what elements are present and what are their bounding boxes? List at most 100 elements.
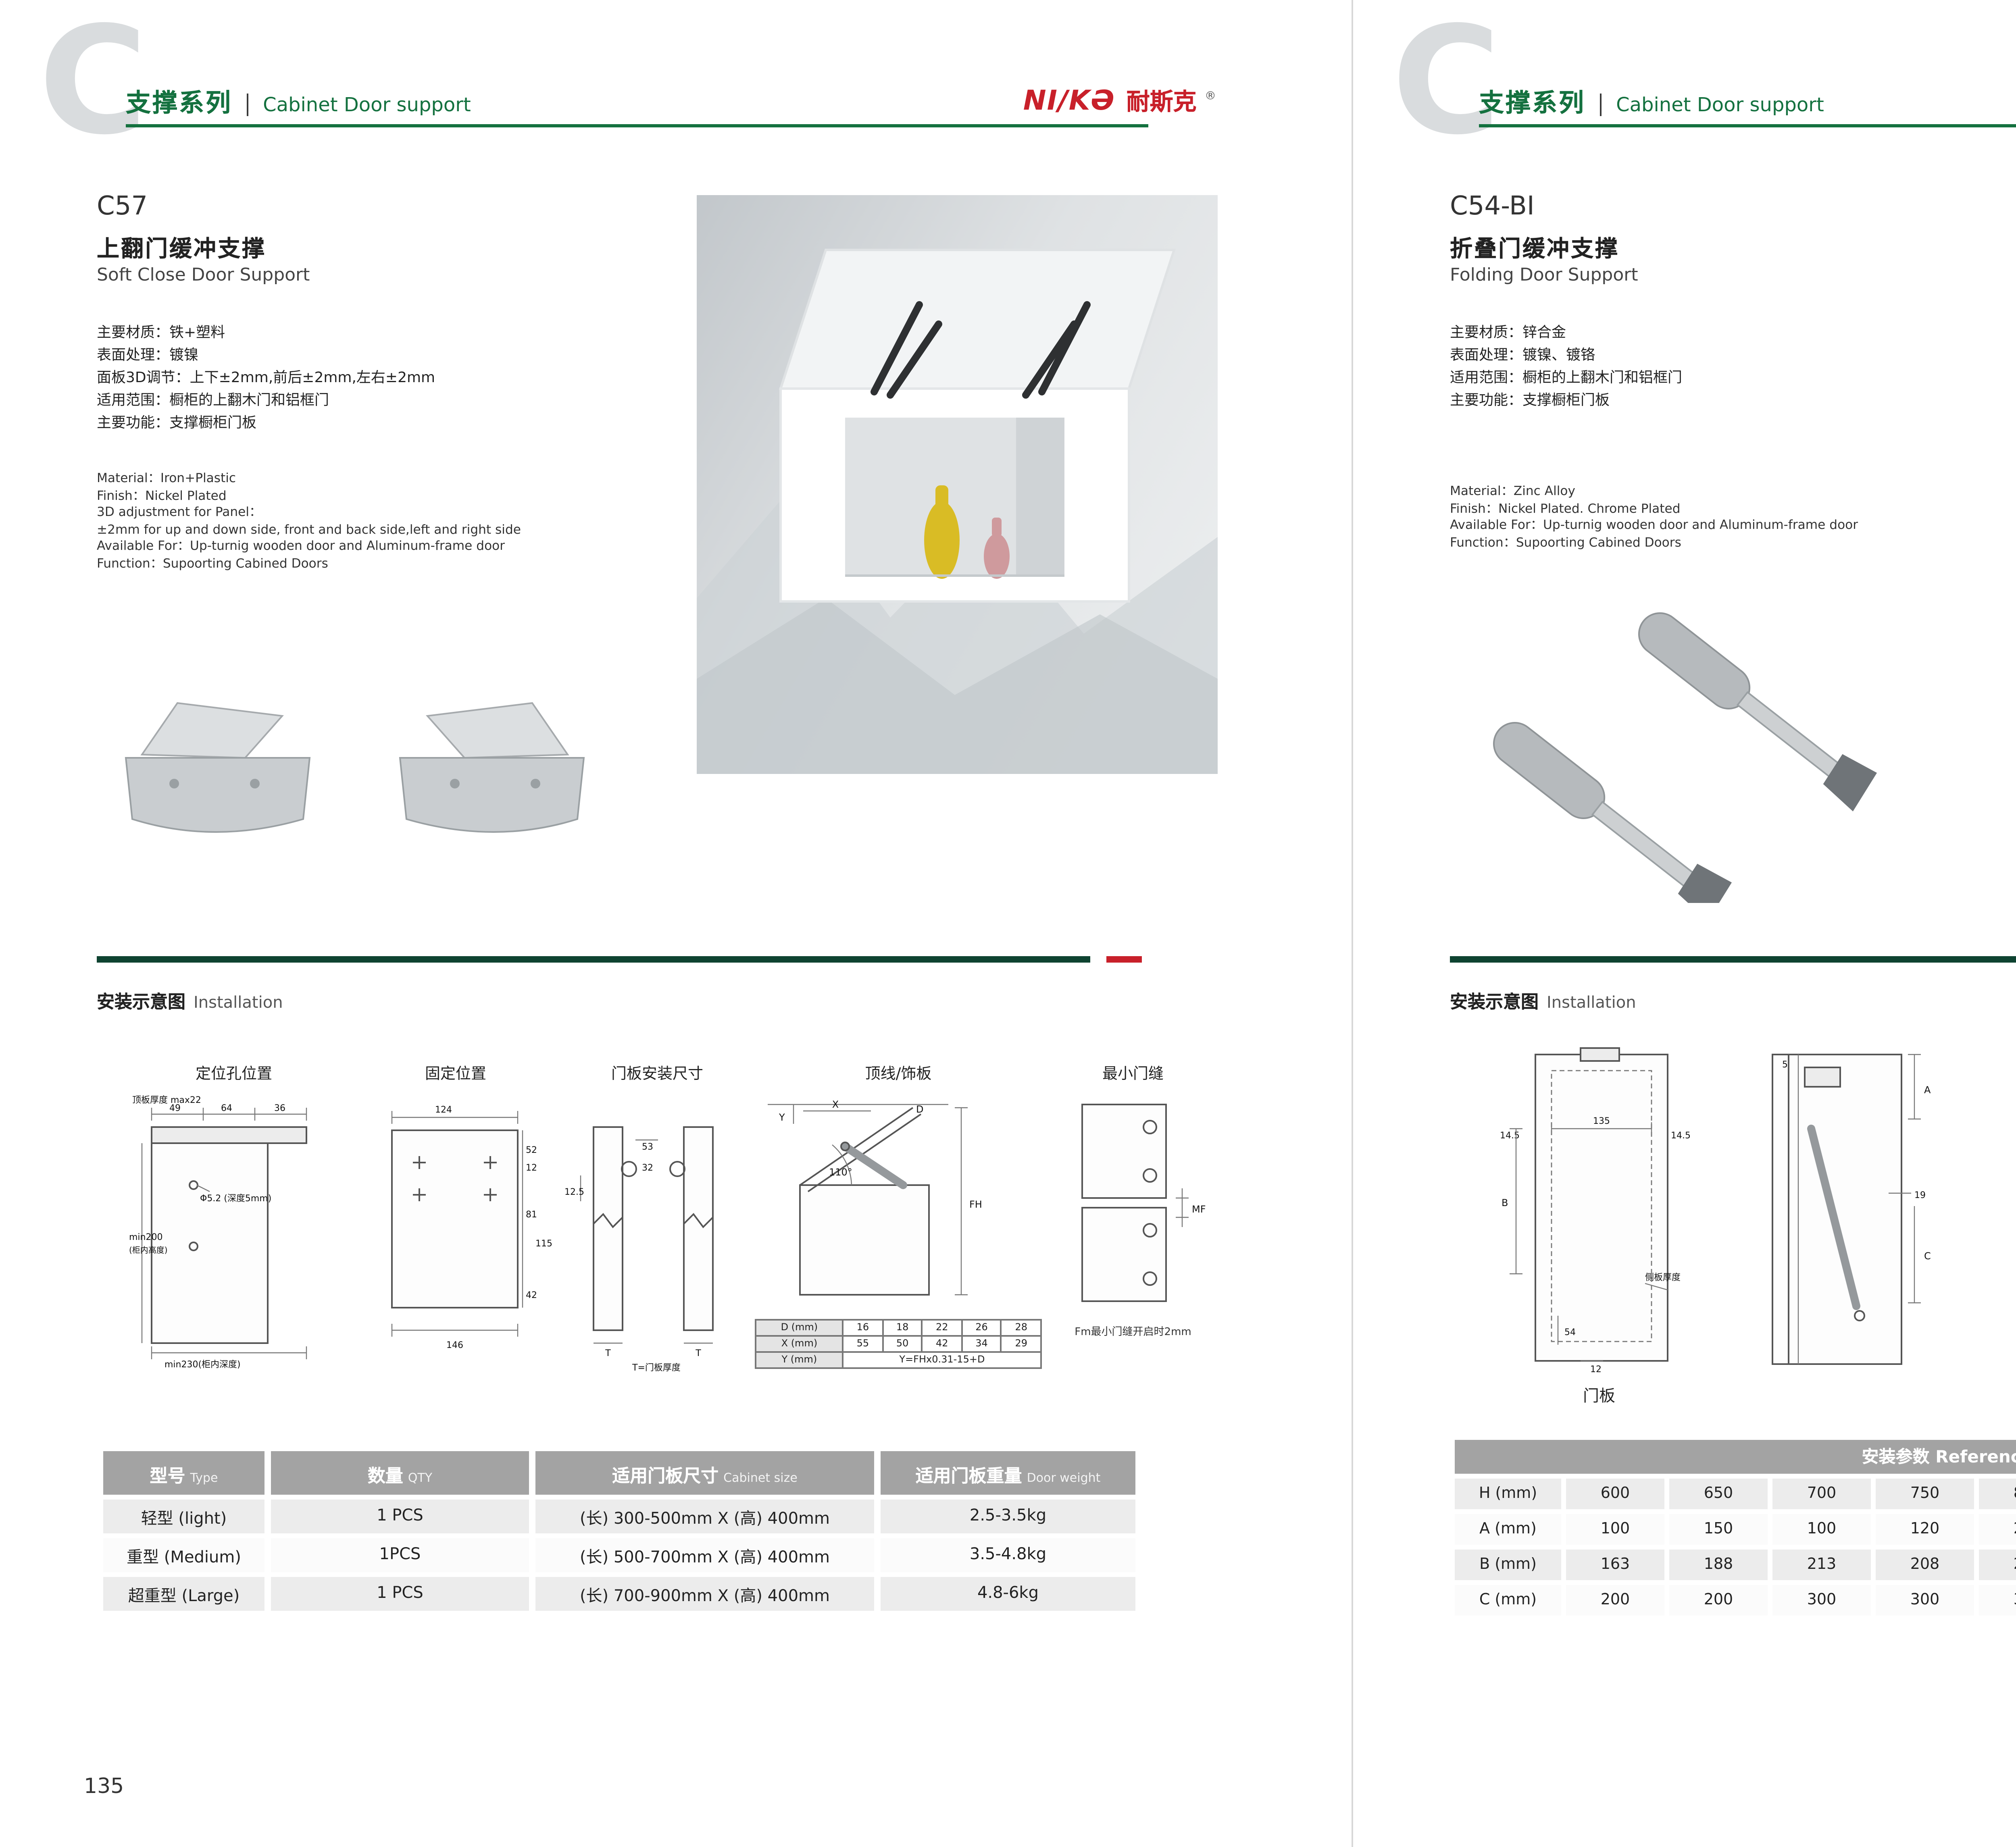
spec-line-cn: 适用范围：橱柜的上翻木门和铝框门 — [1450, 371, 1683, 387]
installation-heading-cn: 安装示意图 — [97, 992, 185, 1013]
table-cell: 300 — [1979, 1585, 2016, 1616]
table-row: B (mm)163188213208263288263288313 — [1455, 1550, 2016, 1580]
table-cell: 163 — [1566, 1550, 1664, 1580]
table-cell: 1 PCS — [271, 1577, 529, 1611]
dim-label: A — [1924, 1084, 1931, 1096]
spec-line-en: Finish：Nickel Plated. Chrome Plated — [1450, 501, 1681, 516]
diagram-side-view-damper: 193 102 23 50 — [1998, 1045, 2016, 1375]
table-row: Y (mm)Y=FHx0.31-15+D — [754, 1351, 1042, 1369]
series-letter-badge: C — [1392, 0, 1501, 168]
table-row: C (mm)200200300300300300350350400 — [1455, 1585, 2016, 1616]
table-cell: 3.5-4.8kg — [881, 1538, 1135, 1572]
spec-line-en: Finish：Nickel Plated — [97, 488, 227, 503]
diagram-title: 顶线/饰板 — [865, 1066, 932, 1084]
product-photo-illustration — [697, 249, 1218, 774]
table-cell: (长) 300-500mm X (高) 400mm — [535, 1500, 874, 1533]
dim-label: 52 — [526, 1145, 537, 1155]
diagram-top-line: 顶线/饰板 Y X D 110° FH — [755, 1061, 1042, 1333]
product-code: C54-BI — [1450, 190, 1535, 221]
product-code: C57 — [97, 190, 148, 221]
table-cell: 200 — [1979, 1514, 2016, 1545]
nisko-logo-latin: NI/KƏ — [1023, 85, 1115, 118]
dim-label: min230(柜内深度) — [165, 1360, 241, 1370]
dim-label: 49 — [169, 1103, 181, 1113]
table-cell: 2.5-3.5kg — [881, 1500, 1135, 1533]
table-cell: 200 — [1566, 1585, 1664, 1616]
table-cell: 213 — [1772, 1550, 1871, 1580]
diagram-note: Fm最小门缝开启时2mm — [1075, 1325, 1191, 1338]
table-row: H (mm)6006507007508008509009501000 — [1455, 1479, 2016, 1509]
dim-label: 5 — [1782, 1060, 1788, 1070]
table-cell: 750 — [1876, 1479, 1974, 1509]
product-title-en: Soft Close Door Support — [97, 264, 310, 285]
dim-label: 42 — [526, 1290, 537, 1300]
spec-line-cn: 表面处理：镀镍、镀铬 — [1450, 348, 1595, 364]
table-cell: 超重型 (Large) — [103, 1577, 264, 1611]
table-row: A (mm)100150100120200250200250250 — [1455, 1514, 2016, 1545]
table-cell: 263 — [1979, 1550, 2016, 1580]
table-cell: 300 — [1772, 1585, 1871, 1616]
installation-heading-en: Installation — [1547, 995, 1636, 1013]
dim-label: 14.5 — [1671, 1131, 1691, 1141]
dim-label: 53 — [642, 1142, 653, 1152]
page-header: 支撑系列 Cabinet Door support — [126, 84, 471, 119]
table-cell: B (mm) — [1455, 1550, 1561, 1580]
spec-line-en: Available For：Up-turnig wooden door and … — [1450, 518, 1858, 532]
table-cell: 4.8-6kg — [881, 1577, 1135, 1611]
page-136: C 支撑系列 Cabinet Door support NI/KƏ 耐斯克 ® … — [1353, 0, 2016, 1847]
dim-label: 64 — [221, 1103, 232, 1113]
dim-label: 32 — [642, 1163, 653, 1173]
divider-green-bar — [1450, 956, 2016, 963]
dim-label: T — [605, 1348, 611, 1358]
table-cell: 重型 (Medium) — [103, 1538, 264, 1572]
dim-label: 54 — [1564, 1327, 1576, 1337]
diagram-door-mounting-size: 门板安装尺寸 53 32 12.5 T T T=门板厚度 — [564, 1061, 750, 1373]
spec-line-cn: 主要材质：铁+塑料 — [97, 326, 225, 342]
table-cell: 700 — [1772, 1479, 1871, 1509]
table-cell: D (mm) — [754, 1319, 844, 1337]
series-title-en: Cabinet Door support — [247, 94, 471, 116]
spec-line-cn: 主要材质：锌合金 — [1450, 326, 1566, 342]
header-rule — [126, 124, 1148, 128]
dim-label: 110° — [829, 1167, 852, 1178]
product-title-en: Folding Door Support — [1450, 264, 1638, 285]
specs-cn-list: 主要材质：铁+塑料表面处理：镀镍面板3D调节：上下±2mm,前后±2mm,左右±… — [97, 322, 435, 435]
table-cell: 1 PCS — [271, 1500, 529, 1533]
table-cell: 650 — [1669, 1479, 1768, 1509]
table-cell: 轻型 (light) — [103, 1500, 264, 1533]
table-cell: 150 — [1669, 1514, 1768, 1545]
product-title-cn: 上翻门缓冲支撑 — [97, 237, 266, 263]
dim-label: C — [1924, 1250, 1931, 1262]
page-number: 135 — [84, 1775, 124, 1799]
dim-label: 12.5 — [564, 1187, 584, 1197]
spec-line-en: 3D adjustment for Panel： — [97, 505, 262, 520]
spec-line-cn: 主要功能：支撑橱柜门板 — [1450, 393, 1610, 410]
hardware-photo — [1466, 589, 1901, 921]
ref-table-header-row: 安装参数 Reference Data — [1455, 1440, 2016, 1474]
table-cell: 18 — [882, 1319, 923, 1337]
dim-label: MF — [1192, 1204, 1206, 1215]
hardware-photo — [113, 690, 597, 851]
table-cell: (长) 700-900mm X (高) 400mm — [535, 1577, 874, 1611]
dim-label: 124 — [435, 1105, 452, 1115]
table-row: 重型 (Medium)1PCS(长) 500-700mm X (高) 400mm… — [103, 1538, 1135, 1572]
dim-label: 81 — [526, 1210, 537, 1220]
hardware-illustration — [1493, 612, 1877, 921]
diagram-title: 固定位置 — [425, 1066, 486, 1084]
ref-table-header: 安装参数 Reference Data — [1455, 1440, 2016, 1474]
table-cell: 800 — [1979, 1479, 2016, 1509]
dim-label: 135 — [1593, 1116, 1610, 1126]
diagram-caption: 门板 — [1583, 1388, 1615, 1406]
diagram-positioning-holes: 定位孔位置 顶板厚度 max22 49 64 36 Φ5.2 (深度5mm) m… — [129, 1061, 339, 1370]
product-title-cn: 折叠门缓冲支撑 — [1450, 237, 1619, 263]
table-cell: H (mm) — [1455, 1479, 1561, 1509]
table-cell: 55 — [842, 1335, 883, 1353]
series-title-en: Cabinet Door support — [1600, 94, 1824, 116]
